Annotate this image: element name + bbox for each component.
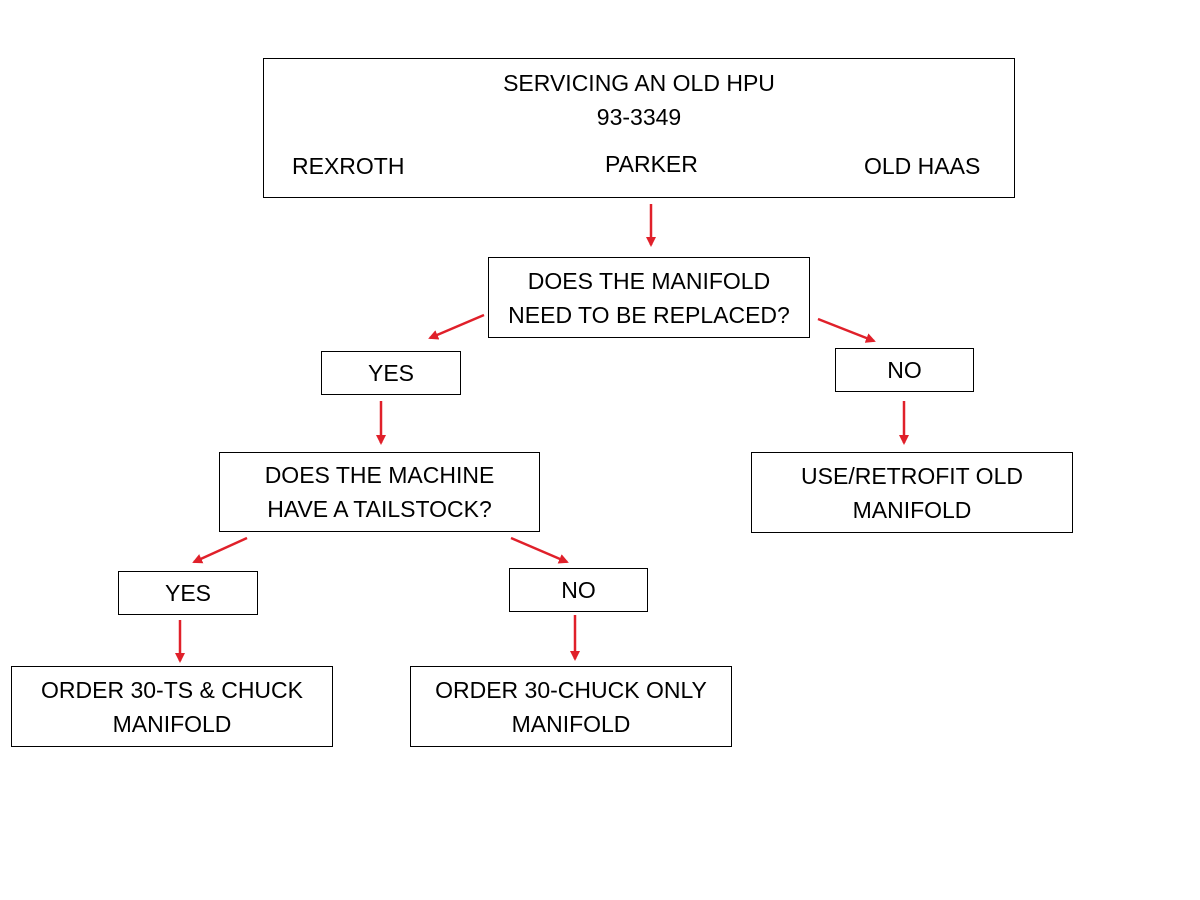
arrow-manifold-question-to-yes	[428, 313, 485, 340]
manifold-yes-box: YES	[321, 351, 461, 395]
tailstock-yes-label: YES	[164, 580, 212, 606]
order-ts-box: ORDER 30-TS & CHUCK MANIFOLD	[11, 666, 333, 747]
order-ts-line1: ORDER 30-TS & CHUCK	[41, 676, 303, 703]
tailstock-question-line2: HAVE A TAILSTOCK?	[267, 496, 492, 522]
order-ts-line2: MANIFOLD	[112, 710, 232, 737]
manifold-question-box: DOES THE MANIFOLD NEED TO BE REPLACED?	[488, 257, 810, 338]
tailstock-question-line1: DOES THE MACHINE	[264, 462, 495, 488]
brand-rexroth: REXROTH	[292, 153, 405, 179]
header-title: SERVICING AN OLD HPU	[503, 70, 775, 96]
order-chuck-line1: ORDER 30-CHUCK ONLY	[435, 676, 707, 703]
manifold-question-line1: DOES THE MANIFOLD	[527, 267, 771, 294]
tailstock-no-box: NO	[509, 568, 648, 612]
header-part-number: 93-3349	[596, 104, 682, 130]
header-box: SERVICING AN OLD HPU 93-3349 REXROTH PAR…	[263, 58, 1015, 198]
manifold-question-line2: NEED TO BE REPLACED?	[508, 301, 790, 328]
brand-parker: PARKER	[605, 151, 698, 177]
arrow-tailstock-question-to-yes	[192, 536, 248, 564]
retrofit-box: USE/RETROFIT OLD MANIFOLD	[751, 452, 1073, 533]
manifold-no-label: NO	[887, 357, 922, 383]
manifold-yes-label: YES	[367, 360, 415, 386]
arrow-tailstock-question-to-no	[510, 536, 569, 564]
retrofit-line1: USE/RETROFIT OLD	[801, 462, 1023, 489]
tailstock-no-label: NO	[561, 577, 596, 603]
arrow-manifold-question-to-no	[817, 317, 876, 343]
order-chuck-line2: MANIFOLD	[511, 710, 631, 737]
order-chuck-box: ORDER 30-CHUCK ONLY MANIFOLD	[410, 666, 732, 747]
manifold-no-box: NO	[835, 348, 974, 392]
retrofit-line2: MANIFOLD	[852, 496, 972, 523]
tailstock-question-box: DOES THE MACHINE HAVE A TAILSTOCK?	[219, 452, 540, 532]
brand-old-haas: OLD HAAS	[864, 153, 981, 179]
tailstock-yes-box: YES	[118, 571, 258, 615]
